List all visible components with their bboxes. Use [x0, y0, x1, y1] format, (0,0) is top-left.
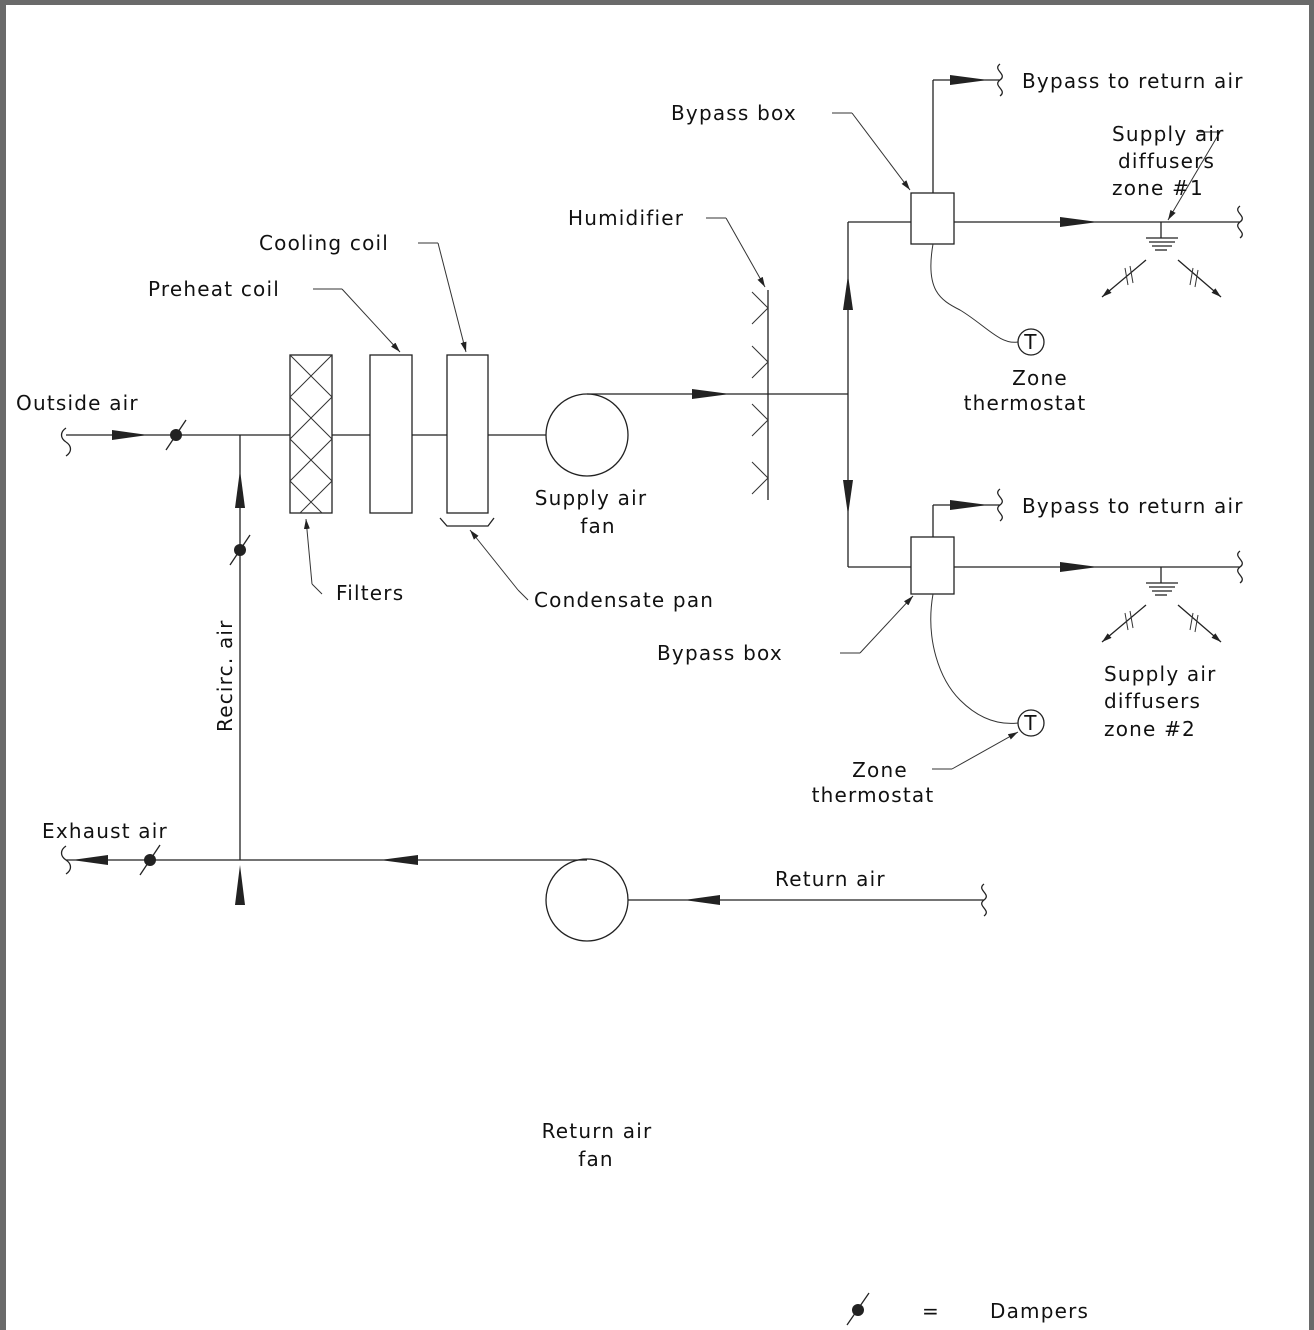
thermostat-icon: T	[1017, 709, 1045, 737]
return-fan-label: Return air	[542, 1119, 653, 1143]
thermostat2-label-2: thermostat	[812, 783, 935, 807]
humidifier-label: Humidifier	[568, 206, 684, 230]
legend-dampers-label: Dampers	[990, 1299, 1089, 1323]
outside-air-damper-icon	[165, 419, 187, 451]
bypass-box-2-label: Bypass box	[657, 641, 783, 665]
flow-arrow	[112, 430, 148, 440]
recirc-damper-icon	[229, 534, 251, 566]
supply-fan-label-2: fan	[580, 514, 616, 538]
return-air-label: Return air	[775, 867, 886, 891]
condensate-pan-icon	[439, 517, 495, 527]
recirc-air-label: Recirc. air	[213, 619, 237, 732]
legend-equals: =	[922, 1299, 940, 1323]
supply-fan-icon	[545, 389, 848, 477]
thermostat2-label-1: Zone	[852, 758, 908, 782]
cooling-coil-icon	[446, 354, 489, 514]
outside-air-label: Outside air	[16, 391, 139, 415]
bypass-return-2-label: Bypass to return air	[1022, 494, 1244, 518]
legend: = Dampers	[846, 1292, 1089, 1326]
thermostat1-label-1: Zone	[1012, 366, 1068, 390]
exhaust-damper-icon	[139, 844, 161, 876]
zone2-label-3: zone #2	[1104, 717, 1196, 741]
bypass-box-1-icon	[910, 192, 955, 245]
zone1-label-3: zone #1	[1112, 176, 1204, 200]
svg-text:T: T	[1023, 711, 1037, 735]
condensate-pan-label: Condensate pan	[534, 588, 714, 612]
return-fan-icon	[545, 858, 987, 942]
preheat-coil-icon	[369, 354, 413, 514]
bypass-box-2-icon	[910, 536, 955, 595]
svg-text:T: T	[1023, 330, 1037, 354]
diffuser-icon	[1101, 222, 1222, 298]
bypass-return-1-label: Bypass to return air	[1022, 69, 1244, 93]
leader-lines	[303, 112, 1221, 770]
supply-fan-label: Supply air	[535, 486, 648, 510]
return-fan-label-2: fan	[578, 1147, 614, 1171]
filters-label: Filters	[336, 581, 404, 605]
bypass-box-1-label: Bypass box	[671, 101, 797, 125]
humidifier-icon	[751, 290, 769, 500]
diffuser-icon	[1101, 567, 1222, 643]
preheat-coil-label: Preheat coil	[148, 277, 280, 301]
damper-icon	[846, 1292, 870, 1326]
filter-icon	[289, 354, 333, 514]
zone2-label-2: diffusers	[1104, 689, 1201, 713]
zone1-label-2: diffusers	[1118, 149, 1215, 173]
cooling-coil-label: Cooling coil	[259, 231, 389, 255]
exhaust-air-label: Exhaust air	[42, 819, 168, 843]
zone1-label-1: Supply air	[1112, 122, 1225, 146]
zone2-label-1: Supply air	[1104, 662, 1217, 686]
thermostat-icon: T	[1017, 328, 1045, 356]
thermostat1-label-2: thermostat	[964, 391, 1087, 415]
